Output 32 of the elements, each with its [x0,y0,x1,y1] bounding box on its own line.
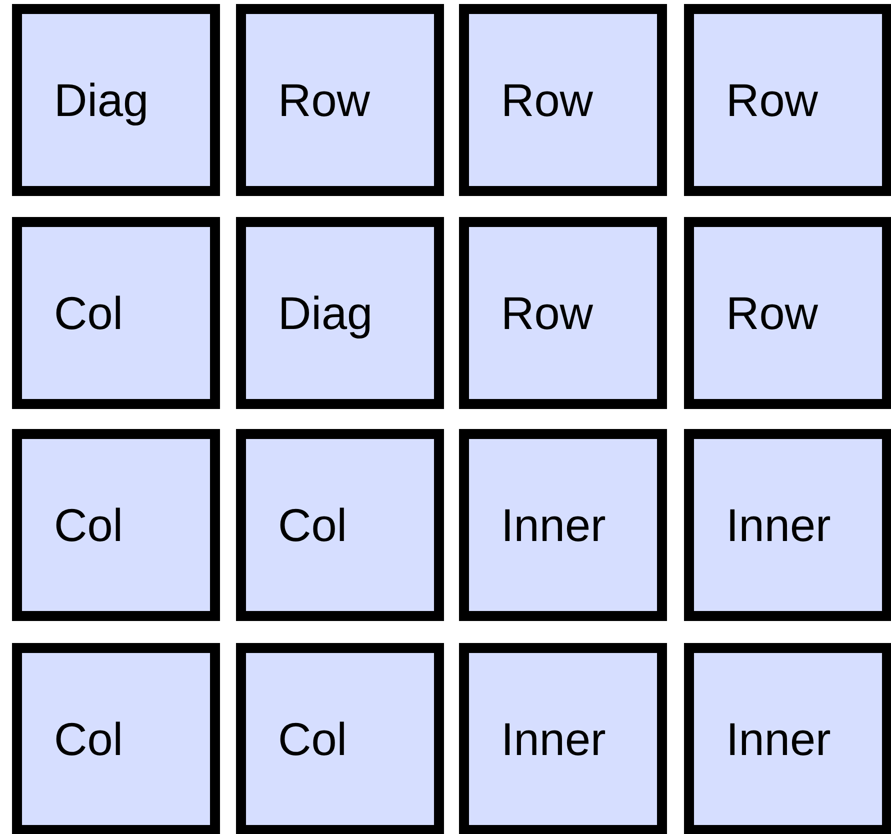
grid-box [459,217,667,409]
box-label: Row [726,73,818,127]
grid-box [459,643,667,834]
box-label: Col [54,498,124,552]
grid-box [12,217,220,409]
grid-box [684,643,891,834]
box-label: Col [54,712,124,766]
box-label: Col [54,286,124,340]
box-label: Row [278,73,370,127]
grid-box [684,217,891,409]
box-label: Inner [726,498,831,552]
grid-box [236,429,444,621]
grid-box [236,217,444,409]
box-label: Row [501,73,594,127]
box-label: Inner [501,712,606,766]
box-label: Row [501,286,594,340]
grid-box [459,4,667,196]
box-label: Inner [501,498,606,552]
box-label: Col [278,498,348,552]
grid-box [12,429,220,621]
grid-box [12,4,220,196]
grid-box [459,429,667,621]
grid-box [12,643,220,834]
box-label: Diag [54,73,149,127]
box-label: Col [278,712,348,766]
box-label: Diag [278,286,373,340]
grid-box [236,4,444,196]
grid-box [684,429,891,621]
grid-box [236,643,444,834]
grid-box [684,4,891,196]
box-label: Inner [726,712,831,766]
box-label: Row [726,286,818,340]
